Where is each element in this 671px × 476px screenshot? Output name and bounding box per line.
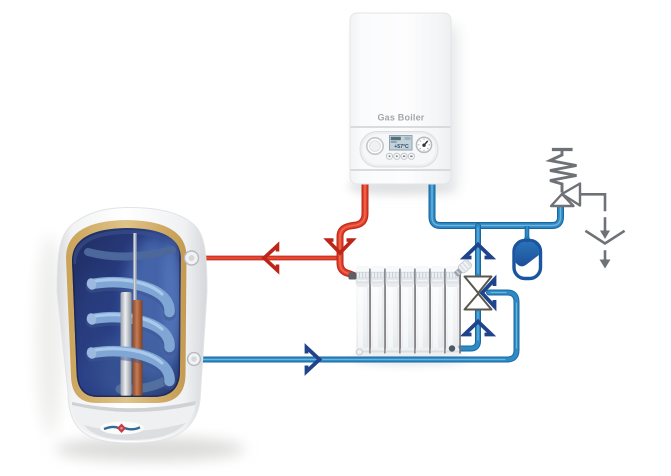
svg-text:Gas Boiler: Gas Boiler — [377, 113, 424, 123]
svg-text:+57°C: +57°C — [394, 144, 409, 150]
